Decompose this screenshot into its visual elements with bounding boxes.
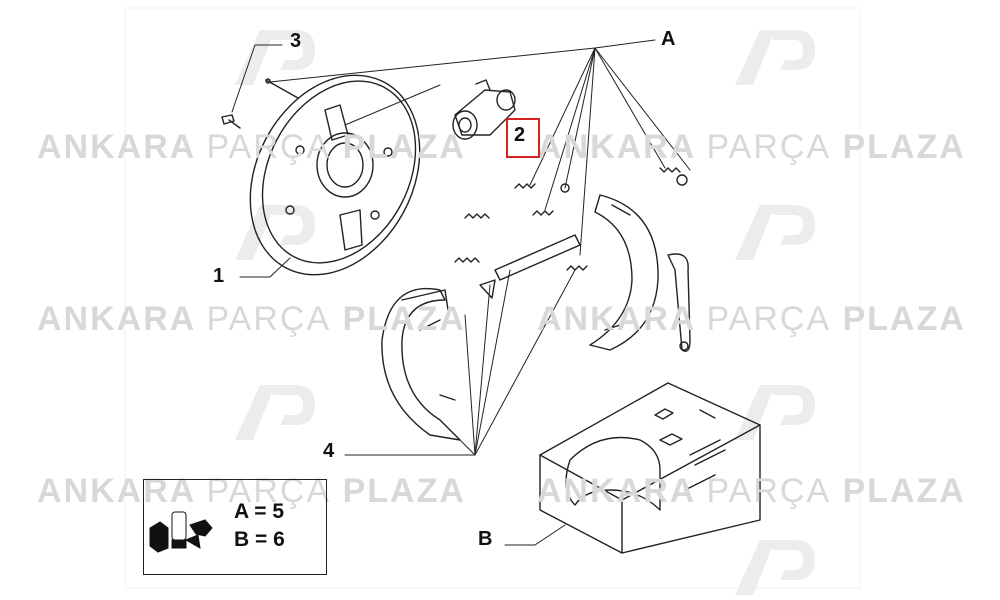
leader-lines-4 [344,269,576,456]
watermark-row: ANKARA PARÇA PLAZA [37,128,466,166]
callout-b: B [478,528,493,550]
watermark-row: ANKARA PARÇA PLAZA [537,300,966,338]
watermark-row: ANKARA PARÇA PLAZA [537,472,966,510]
leader-line-3 [231,44,283,113]
callout-1: 1 [213,265,225,287]
watermark-row: ANKARA PARÇA PLAZA [537,128,966,166]
callout-a: A [661,28,676,50]
wheel-cylinder [452,79,516,140]
leader-line-b [504,524,566,546]
callout-2: 2 [514,124,526,146]
leader-line-2 [344,84,441,126]
callout-3: 3 [290,30,302,52]
legend-b: B = 6 [234,528,285,551]
legend-a: A = 5 [234,500,284,523]
springs [454,167,688,271]
leader-line-1 [239,257,291,278]
screw-part-3 [221,78,299,129]
brake-shoe-left [381,288,461,441]
backing-plate [249,74,421,276]
watermark-logo [235,30,815,595]
leader-lines-a [269,39,691,256]
watermark-row: ANKARA PARÇA PLAZA [37,300,466,338]
kit-icon [149,511,213,553]
adjuster-strut [479,234,581,299]
callout-4: 4 [323,440,335,462]
watermark-row: ANKARA PARÇA PLAZA [37,472,466,510]
kit-box [539,382,761,554]
parking-lever [667,253,691,352]
brake-shoe-right [589,194,659,351]
legend-box [143,479,327,575]
highlight-box [506,118,540,158]
